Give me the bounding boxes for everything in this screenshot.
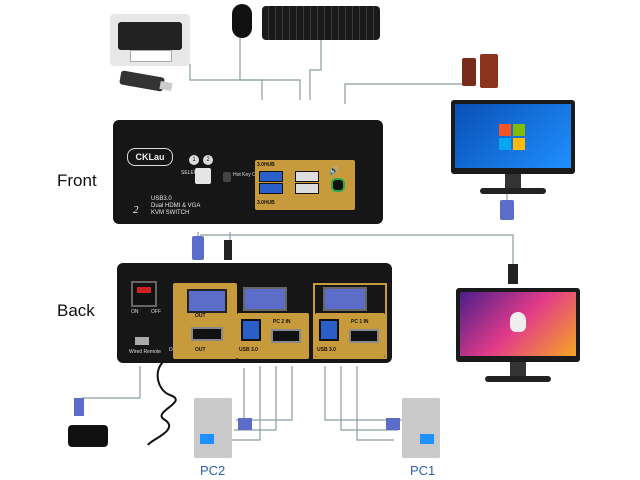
speaker-cable — [344, 83, 465, 104]
pc2-tower-icon — [194, 398, 232, 458]
hotkey-switch[interactable] — [223, 172, 231, 182]
pc2-label: PC2 — [200, 463, 226, 478]
monitor-stand-back — [510, 362, 526, 376]
pc1-usb-port[interactable] — [319, 319, 339, 341]
pc1-hdmi-port[interactable] — [349, 329, 379, 343]
usb-hub-panel: 3.0HUB 3.0HUB 🔊 — [255, 160, 355, 210]
monitor-windows-icon — [451, 100, 575, 174]
remote-connector — [74, 398, 84, 416]
pc1-usb-label: USB 3.0 — [317, 347, 336, 353]
keyboard-cable — [309, 40, 322, 100]
audio-jack[interactable] — [331, 178, 345, 192]
pc2-vga-port[interactable] — [243, 287, 287, 311]
pc1-input-panel: PC 1 IN USB 3.0 — [315, 313, 385, 357]
port-count: 2 — [133, 204, 139, 216]
off-label: OFF — [151, 309, 161, 315]
select-label: SELECT — [181, 170, 201, 176]
speaker-right-icon — [480, 54, 498, 88]
monitor-stand — [505, 174, 521, 188]
brand-logo: CKLau — [127, 148, 173, 166]
hdmi-out-port[interactable] — [191, 327, 223, 341]
vga-connector-front — [192, 236, 204, 260]
remote-cable — [82, 366, 141, 399]
usb-hub-bottom-label: 3.0HUB — [257, 200, 275, 206]
speaker-icon: 🔊 — [329, 166, 339, 175]
hotkey-label: Hot Key ON/OFF — [233, 172, 272, 178]
on-label: ON — [131, 309, 139, 315]
pc1-in-label: PC 1 IN — [351, 319, 369, 325]
speaker-left-icon — [462, 58, 476, 86]
pc2-in-label: PC 2 IN — [273, 319, 291, 325]
hdmi-connector-front — [224, 240, 232, 260]
keyboard-icon — [262, 6, 380, 40]
usb-hub-top-label: 3.0HUB — [257, 162, 275, 168]
pc1-tower-icon — [402, 398, 440, 458]
pc1-vga-port[interactable] — [323, 287, 367, 311]
usb-port-2[interactable] — [259, 183, 283, 194]
output-panel: OUT OUT — [173, 283, 237, 359]
front-label: Front — [57, 171, 97, 190]
pc1-outline — [313, 283, 387, 359]
pc2-vga-plug — [238, 418, 252, 430]
back-monitor-cable — [200, 234, 514, 268]
pc2-hdmi-port[interactable] — [271, 329, 301, 343]
pc2-usb-port[interactable] — [241, 319, 261, 341]
out-a-label: OUT — [195, 313, 206, 319]
mouse-icon — [232, 4, 252, 38]
pc2-input-panel: PC 2 IN USB 3.0 — [237, 313, 309, 359]
usb-mouse-port[interactable] — [295, 183, 319, 194]
printer-icon — [110, 14, 190, 66]
select-button[interactable] — [195, 168, 211, 184]
pc1-vga-plug — [386, 418, 400, 430]
pc2-usb-label: USB 3.0 — [239, 347, 258, 353]
port1-indicator: 1 — [189, 155, 199, 165]
printer-cable — [189, 64, 263, 100]
vga-out-port[interactable] — [187, 289, 227, 313]
back-label: Back — [57, 301, 95, 320]
pc1-label: PC1 — [410, 463, 436, 478]
usb-keyboard-port[interactable] — [295, 171, 319, 182]
usb-port-1[interactable] — [259, 171, 283, 182]
power-cable — [147, 355, 177, 446]
vga-connector-icon — [500, 200, 514, 220]
product-name: USB3.0 Dual HDMI & VGA KVM SWITCH — [151, 196, 201, 216]
mouse-cable — [239, 38, 301, 100]
wired-remote-port[interactable] — [135, 337, 149, 345]
port2-indicator: 2 — [203, 155, 213, 165]
monitor-mac-icon — [456, 288, 580, 362]
power-switch[interactable] — [131, 281, 157, 307]
wired-remote-label: Wired Remote — [129, 349, 161, 355]
monitor-base — [480, 188, 546, 194]
wired-remote-icon — [68, 425, 108, 447]
hdmi-connector-back — [508, 264, 518, 284]
kvm-front-panel: CKLau SELECT 1 2 Hot Key ON/OFF USB3.0 D… — [113, 120, 383, 224]
monitor-base-back — [485, 376, 551, 382]
out-b-label: OUT — [195, 347, 206, 353]
kvm-back-panel: ON OFF Wired Remote DC5V OUT OUT PC 2 IN… — [117, 263, 392, 363]
